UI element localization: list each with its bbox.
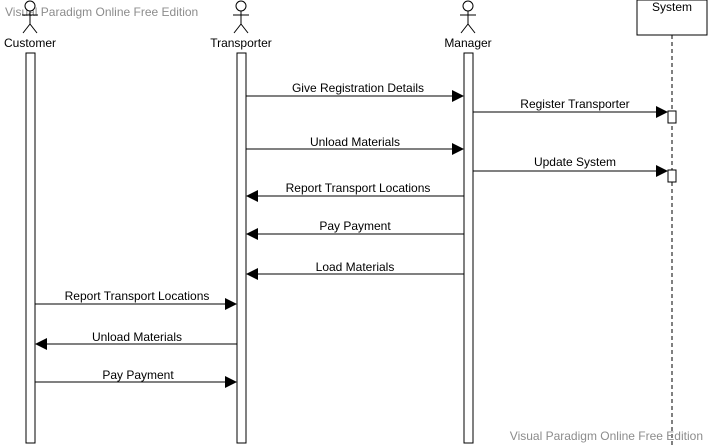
arrowhead-left-icon bbox=[246, 228, 258, 240]
arrowhead-right-icon bbox=[225, 376, 237, 388]
activation-manager bbox=[463, 52, 474, 444]
activation-customer bbox=[25, 52, 36, 444]
message-report-transport-locations-1[interactable]: Report Transport Locations bbox=[246, 181, 464, 202]
svg-text:Give Registration Details: Give Registration Details bbox=[292, 81, 424, 95]
system-activation-2 bbox=[667, 169, 677, 183]
svg-text:Report Transport Locations: Report Transport Locations bbox=[65, 289, 210, 303]
lifeline-system-name: System bbox=[652, 0, 692, 14]
arrowhead-left-icon bbox=[246, 268, 258, 280]
arrowhead-right-icon bbox=[452, 90, 464, 102]
watermark-top: Visual Paradigm Online Free Edition bbox=[5, 5, 198, 19]
arrowhead-right-icon bbox=[656, 165, 668, 177]
arrowhead-left-icon bbox=[246, 190, 258, 202]
lifeline-customer[interactable]: Customer bbox=[4, 0, 56, 444]
message-update-system[interactable]: Update System bbox=[473, 155, 668, 177]
lifeline-system[interactable]: System bbox=[636, 0, 708, 445]
lifeline-customer-name: Customer bbox=[4, 36, 56, 50]
lifeline-manager[interactable]: Manager bbox=[444, 0, 492, 444]
arrowhead-right-icon bbox=[225, 298, 237, 310]
svg-text:Pay Payment: Pay Payment bbox=[319, 219, 391, 233]
svg-text:Load Materials: Load Materials bbox=[316, 260, 395, 274]
message-unload-materials-1[interactable]: Unload Materials bbox=[246, 135, 464, 155]
lifeline-manager-name: Manager bbox=[444, 36, 491, 50]
svg-text:Register Transporter: Register Transporter bbox=[520, 97, 629, 111]
svg-text:Report Transport Locations: Report Transport Locations bbox=[286, 181, 431, 195]
message-unload-materials-2[interactable]: Unload Materials bbox=[35, 330, 237, 350]
svg-text:Unload Materials: Unload Materials bbox=[310, 135, 400, 149]
message-pay-payment-2[interactable]: Pay Payment bbox=[35, 368, 237, 388]
activation-transporter bbox=[236, 52, 247, 444]
arrowhead-right-icon bbox=[656, 106, 668, 118]
lifeline-transporter-name: Transporter bbox=[210, 36, 272, 50]
actor-transporter-icon bbox=[233, 0, 249, 34]
message-pay-payment-1[interactable]: Pay Payment bbox=[246, 219, 464, 240]
message-report-transport-locations-2[interactable]: Report Transport Locations bbox=[35, 289, 237, 310]
svg-text:Unload Materials: Unload Materials bbox=[92, 330, 182, 344]
actor-customer-icon bbox=[22, 0, 38, 34]
actor-manager-icon bbox=[460, 0, 476, 34]
svg-text:Pay Payment: Pay Payment bbox=[102, 368, 174, 382]
svg-text:Update System: Update System bbox=[534, 155, 616, 169]
lifeline-transporter[interactable]: Transporter bbox=[210, 0, 272, 444]
message-load-materials[interactable]: Load Materials bbox=[246, 260, 464, 280]
message-give-registration-details[interactable]: Give Registration Details bbox=[246, 81, 464, 102]
watermark-bottom: Visual Paradigm Online Free Edition bbox=[510, 429, 703, 443]
arrowhead-right-icon bbox=[452, 143, 464, 155]
system-activation-1 bbox=[667, 110, 677, 124]
message-register-transporter[interactable]: Register Transporter bbox=[473, 97, 668, 118]
arrowhead-left-icon bbox=[35, 338, 47, 350]
